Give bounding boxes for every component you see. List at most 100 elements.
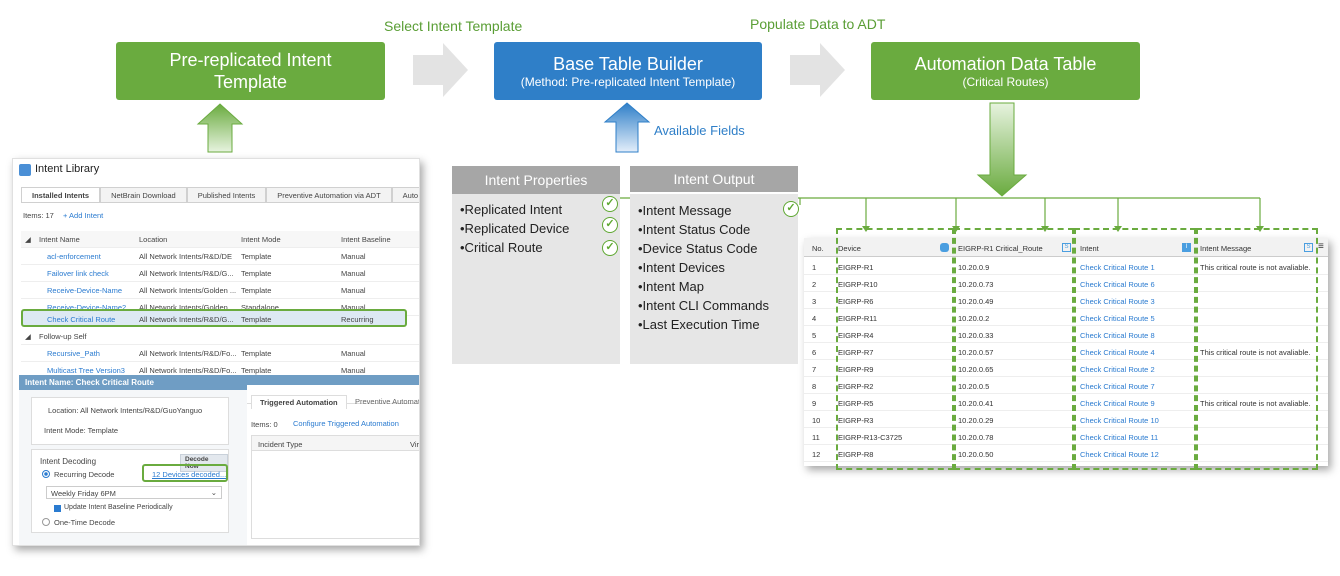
tab-installed-intents[interactable]: Installed Intents <box>21 187 101 202</box>
add-intent-link[interactable]: + Add Intent <box>63 211 104 220</box>
schedule-select[interactable]: Weekly Friday 6PM ⌄ <box>46 486 222 499</box>
cell-intent[interactable]: Check Critical Route 6 <box>1080 280 1155 289</box>
cell-no: 10 <box>812 416 821 425</box>
decode-now-button[interactable]: Decode Now <box>180 454 228 472</box>
cell-no: 4 <box>812 314 817 323</box>
recurring-radio[interactable] <box>42 470 50 478</box>
col-intent-baseline: Intent Baseline <box>341 235 391 244</box>
one-time-radio[interactable] <box>42 518 50 526</box>
property-item: •Replicated Device <box>460 221 570 236</box>
adt-title: Automation Data Table <box>914 54 1097 74</box>
tab-published-intents[interactable]: Published Intents <box>186 187 267 202</box>
check-icon: ✓ <box>783 201 799 217</box>
chevron-down-icon: ⌄ <box>210 488 217 497</box>
devices-decoded-link[interactable]: 12 Devices decoded... <box>152 470 227 479</box>
template-box-title: Pre-replicated Intent Template <box>169 50 332 92</box>
table-row[interactable]: Recursive_Path All Network Intents/R&D/F… <box>21 345 419 362</box>
device-type-icon <box>940 243 949 252</box>
cell-route: 10.20.0.65 <box>958 365 994 374</box>
cell-device: EIGRP-R4 <box>838 331 874 340</box>
cell-intent[interactable]: Check Critical Route 12 <box>1080 450 1159 459</box>
cell-intent[interactable]: Check Critical Route 3 <box>1080 297 1155 306</box>
menu-icon[interactable]: ≡ <box>1318 241 1324 252</box>
cell-intent[interactable]: Check Critical Route 4 <box>1080 348 1155 357</box>
available-fields-label: Available Fields <box>654 123 745 138</box>
output-item: •Last Execution Time <box>638 317 760 332</box>
output-item: •Intent CLI Commands <box>638 298 769 313</box>
configure-automation-link[interactable]: Configure Triggered Automation <box>293 419 399 428</box>
cell-intent[interactable]: Check Critical Route 8 <box>1080 331 1155 340</box>
cell-device: EIGRP-R11 <box>838 314 878 323</box>
tab-preventive-automation[interactable]: Preventive Automation via ADT <box>266 187 392 202</box>
output-item: •Intent Status Code <box>638 222 751 237</box>
output-item: •Intent Message <box>638 203 732 218</box>
cell-route: 10.20.0.50 <box>958 450 994 459</box>
cell-device: EIGRP-R7 <box>838 348 874 357</box>
builder-subtitle: (Method: Pre-replicated Intent Template) <box>520 75 736 89</box>
col-intent-name: Intent Name <box>39 235 80 244</box>
cell-route: 10.20.0.29 <box>958 416 994 425</box>
cell-route: 10.20.0.78 <box>958 433 994 442</box>
cell-no: 5 <box>812 331 817 340</box>
cell-intent[interactable]: Check Critical Route 9 <box>1080 399 1155 408</box>
table-row[interactable]: 10 EIGRP-R3 10.20.0.29 Check Critical Route… <box>804 411 1328 428</box>
cell-intent[interactable]: Check Critical Route 7 <box>1080 382 1155 391</box>
cell-device: EIGRP-R3 <box>838 416 874 425</box>
step-label-populate: Populate Data to ADT <box>750 16 886 32</box>
cell-intent[interactable]: Check Critical Route 11 <box>1080 433 1159 442</box>
tab-triggered-automation[interactable]: Triggered Automation <box>251 395 347 409</box>
intent-output-panel: •Intent Message •Intent Status Code •Dev… <box>630 194 798 364</box>
tab-preventive-automation[interactable]: Preventive Automation <box>355 397 420 406</box>
group-row[interactable]: ◢ Follow-up Self <box>21 328 419 345</box>
cell-intent[interactable]: Check Critical Route 5 <box>1080 314 1155 323</box>
adt-subtitle: (Critical Routes) <box>962 75 1049 89</box>
output-item: •Device Status Code <box>638 241 758 256</box>
col-location: Location <box>139 235 168 244</box>
cell-device: EIGRP-R2 <box>838 382 874 391</box>
table-row[interactable]: acl-enforcement All Network Intents/R&D/… <box>21 248 419 265</box>
cell-message: This critical route is not avaliable. <box>1200 399 1311 408</box>
automation-table-body <box>251 451 419 539</box>
cell-route: 10.20.0.73 <box>958 280 994 289</box>
step-label-select: Select Intent Template <box>384 18 523 34</box>
right-arrow-2 <box>790 43 845 97</box>
tab-netbrain-download[interactable]: NetBrain Download <box>100 187 187 202</box>
check-icon: ✓ <box>602 240 618 256</box>
table-row[interactable]: Failover link check All Network Intents/… <box>21 265 419 282</box>
cell-intent[interactable]: Check Critical Route 2 <box>1080 365 1155 374</box>
cell-no: 1 <box>812 263 817 272</box>
intent-library-title: Intent Library <box>35 163 100 175</box>
update-baseline-checkbox[interactable] <box>54 505 61 512</box>
cell-route: 10.20.0.9 <box>958 263 990 272</box>
detail-info-card: Location: All Network Intents/R&D/GuoYan… <box>31 397 229 445</box>
table-row-selected[interactable]: Check Critical Route All Network Intents… <box>21 309 407 327</box>
cell-no: 12 <box>812 450 821 459</box>
cell-route: 10.20.0.5 <box>958 382 990 391</box>
cell-intent[interactable]: Check Critical Route 1 <box>1080 263 1155 272</box>
cell-device: EIGRP-R6 <box>838 297 874 306</box>
string-type-icon: S <box>1062 243 1071 252</box>
collapse-icon[interactable]: ◢ <box>25 235 31 244</box>
collapse-icon[interactable]: ◢ <box>25 332 31 341</box>
cell-no: 7 <box>812 365 817 374</box>
route-column-highlight <box>954 228 1074 470</box>
tab-auto-intent[interactable]: Auto Intent <box>391 187 419 202</box>
cell-device: EIGRP-R10 <box>838 280 878 289</box>
intent-library-window: Intent Library Installed Intents NetBrai… <box>12 158 420 546</box>
builder-title: Base Table Builder <box>553 54 703 74</box>
table-row[interactable]: Receive-Device-Name All Network Intents/… <box>21 282 419 299</box>
cell-intent[interactable]: Check Critical Route 10 <box>1080 416 1159 425</box>
cell-message: This critical route is not avaliable. <box>1200 263 1311 272</box>
